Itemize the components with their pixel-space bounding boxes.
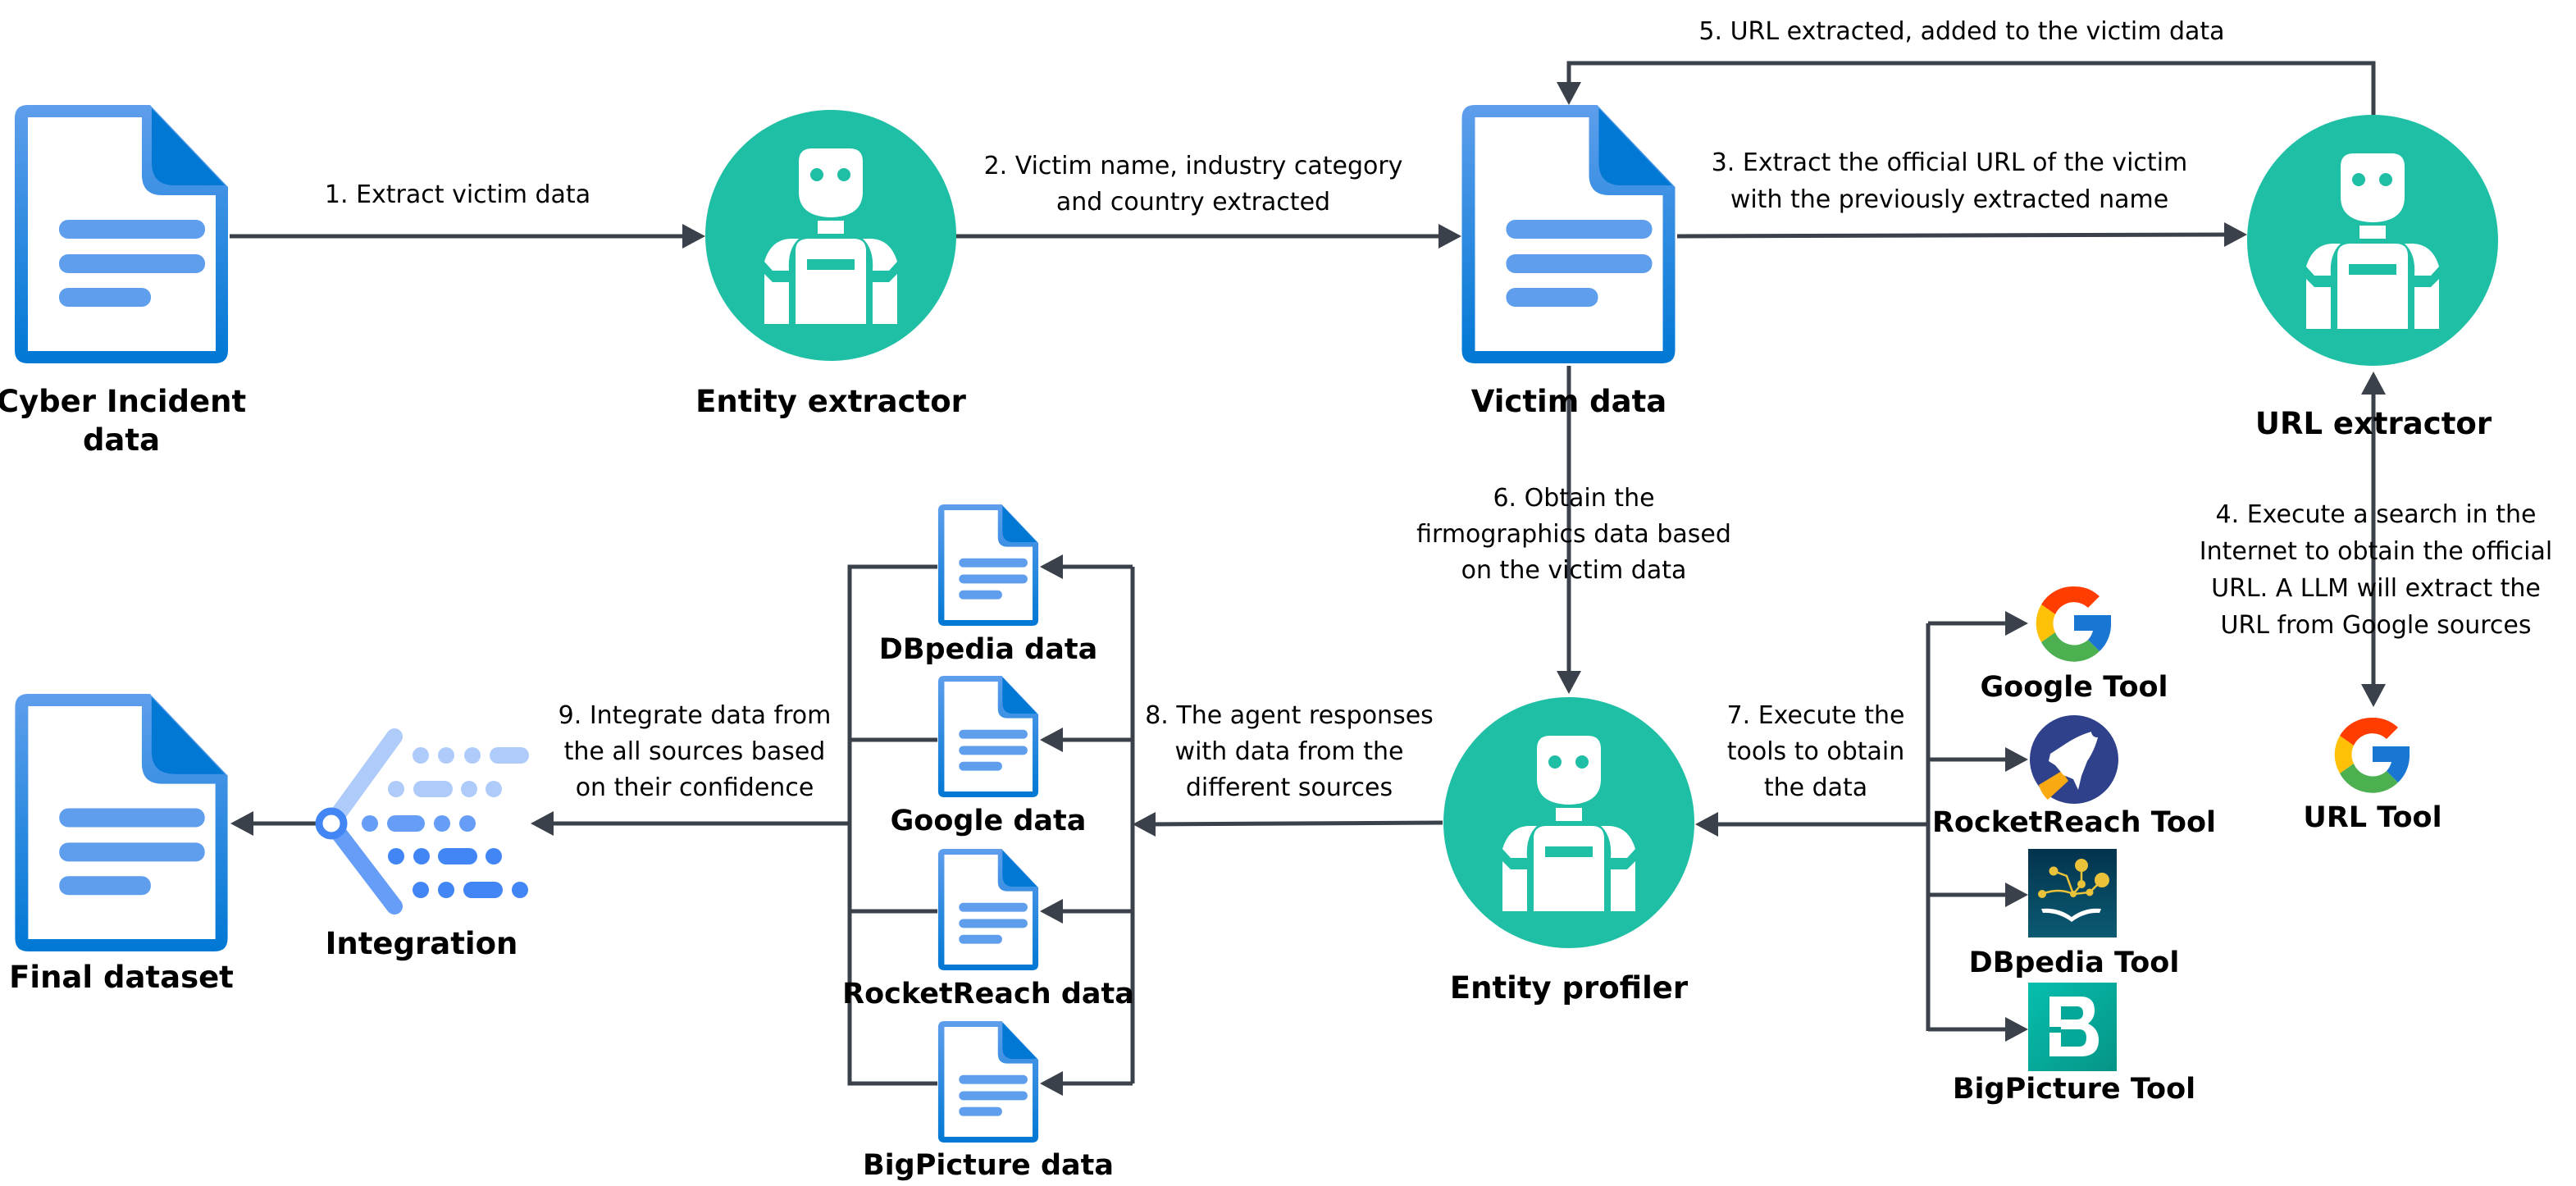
arrowhead-icon	[2005, 611, 2028, 636]
step-4-label: Internet to obtain the official	[2200, 537, 2552, 566]
arrowhead-icon	[2224, 222, 2247, 247]
source-google-data: Google data	[891, 676, 1087, 837]
step-4-label: URL from Google sources	[2221, 611, 2532, 640]
tool-label: Google Tool	[1980, 671, 2168, 704]
node-cyber-incident-data: Cyber Incident data	[0, 105, 246, 458]
step-7-label: the data	[1764, 773, 1867, 802]
node-victim-data: Victim data	[1461, 105, 1676, 419]
node-label: data	[83, 422, 160, 458]
step-6-label: 6. Obtain the	[1493, 484, 1654, 513]
tool-label: RocketReach Tool	[1932, 806, 2216, 839]
step-7-label: 7. Execute the	[1727, 701, 1905, 730]
node-label: Integration	[326, 926, 518, 961]
document-icon	[937, 1021, 1039, 1143]
google-g-icon	[2036, 586, 2112, 662]
step-labels: 1. Extract victim data 2. Victim name, i…	[325, 17, 2552, 802]
google-g-icon	[2334, 717, 2410, 793]
node-label: Cyber Incident	[0, 384, 246, 419]
step-8-label: with data from the	[1175, 737, 1404, 766]
step-9-label: on their confidence	[576, 773, 814, 802]
node-label: Entity profiler	[1450, 970, 1689, 1006]
source-label: RocketReach data	[842, 978, 1134, 1010]
node-label: Final dataset	[9, 960, 234, 995]
node-label: URL extractor	[2255, 406, 2492, 441]
node-integration: Integration	[315, 728, 529, 961]
document-icon	[15, 694, 228, 951]
document-icon	[937, 849, 1039, 970]
step-6-label: on the victim data	[1461, 556, 1687, 585]
arrowhead-icon	[1695, 812, 1718, 837]
arrowhead-icon	[2005, 747, 2028, 772]
arrowhead-icon	[2361, 372, 2386, 395]
tool-google: Google Tool	[1980, 586, 2168, 704]
bigpicture-icon	[2028, 983, 2117, 1071]
arrowhead-icon	[1133, 812, 1156, 837]
step-5-label: 5. URL extracted, added to the victim da…	[1698, 17, 2224, 46]
source-label: BigPicture data	[863, 1149, 1114, 1182]
document-icon	[937, 504, 1039, 626]
node-final-dataset: Final dataset	[9, 694, 234, 995]
arrowhead-icon	[1557, 82, 1581, 105]
integration-icon	[315, 728, 529, 915]
document-icon	[15, 105, 228, 363]
arrowhead-icon	[682, 224, 705, 249]
arrowhead-icon	[1557, 671, 1581, 694]
rocketreach-icon	[2030, 715, 2118, 804]
document-icon	[937, 676, 1039, 797]
source-bigpicture-data: BigPicture data	[863, 1021, 1114, 1182]
arrowhead-icon	[230, 811, 253, 836]
step-3-label: 3. Extract the official URL of the victi…	[1712, 148, 2188, 177]
arrow-step-8	[1146, 820, 1443, 827]
robot-agent-icon	[2247, 115, 2498, 366]
source-dbpedia-data: DBpedia data	[879, 504, 1097, 666]
step-9-label: the all sources based	[564, 737, 826, 766]
arrowhead-icon	[1040, 554, 1063, 579]
arrowhead-icon	[2361, 684, 2386, 707]
tool-label: URL Tool	[2303, 801, 2442, 834]
dbpedia-icon	[2028, 849, 2117, 937]
step-9-label: 9. Integrate data from	[559, 701, 832, 730]
step-4-label: URL. A LLM will extract the	[2211, 574, 2541, 603]
arrow-step-5	[1566, 61, 2376, 115]
tool-label: DBpedia Tool	[1969, 947, 2180, 979]
tool-rocketreach: RocketReach Tool	[1932, 715, 2216, 839]
arrowhead-icon	[531, 811, 554, 836]
arrowhead-icon	[2005, 1017, 2028, 1042]
step-4-label: 4. Execute a search in the	[2216, 500, 2537, 529]
robot-agent-icon	[1443, 697, 1694, 948]
step-3-label: with the previously extracted name	[1730, 185, 2168, 214]
node-label: Entity extractor	[695, 384, 967, 419]
node-entity-extractor: Entity extractor	[695, 110, 967, 419]
arrowhead-icon	[2005, 883, 2028, 907]
tool-bigpicture: BigPicture Tool	[1953, 983, 2195, 1106]
step-2-label: 2. Victim name, industry category	[984, 152, 1403, 180]
document-icon	[1461, 105, 1676, 363]
source-label: Google data	[891, 805, 1087, 837]
robot-agent-icon	[705, 110, 956, 361]
step-7-label: tools to obtain	[1727, 737, 1905, 766]
tool-label: BigPicture Tool	[1953, 1073, 2195, 1106]
step-8-label: different sources	[1186, 773, 1393, 802]
step-6-label: firmographics data based	[1416, 520, 1731, 549]
arrowhead-icon	[1040, 728, 1063, 752]
node-url-extractor: URL extractor	[2247, 115, 2498, 441]
node-entity-profiler: Entity profiler	[1443, 697, 1694, 1006]
node-url-tool: URL Tool	[2303, 717, 2442, 834]
step-8-label: 8. The agent responses	[1145, 701, 1434, 730]
tool-dbpedia: DBpedia Tool	[1969, 849, 2180, 979]
source-label: DBpedia data	[879, 633, 1097, 666]
arrowhead-icon	[1040, 1071, 1063, 1096]
node-label: Victim data	[1471, 384, 1667, 419]
step-2-label: and country extracted	[1056, 188, 1330, 217]
arrowhead-icon	[1438, 224, 1461, 249]
arrowhead-icon	[1040, 899, 1063, 924]
source-rocketreach-data: RocketReach data	[842, 849, 1134, 1010]
step-1-label: 1. Extract victim data	[325, 180, 590, 209]
arrow-step-3	[1676, 232, 2233, 239]
connectors	[230, 61, 2386, 1096]
